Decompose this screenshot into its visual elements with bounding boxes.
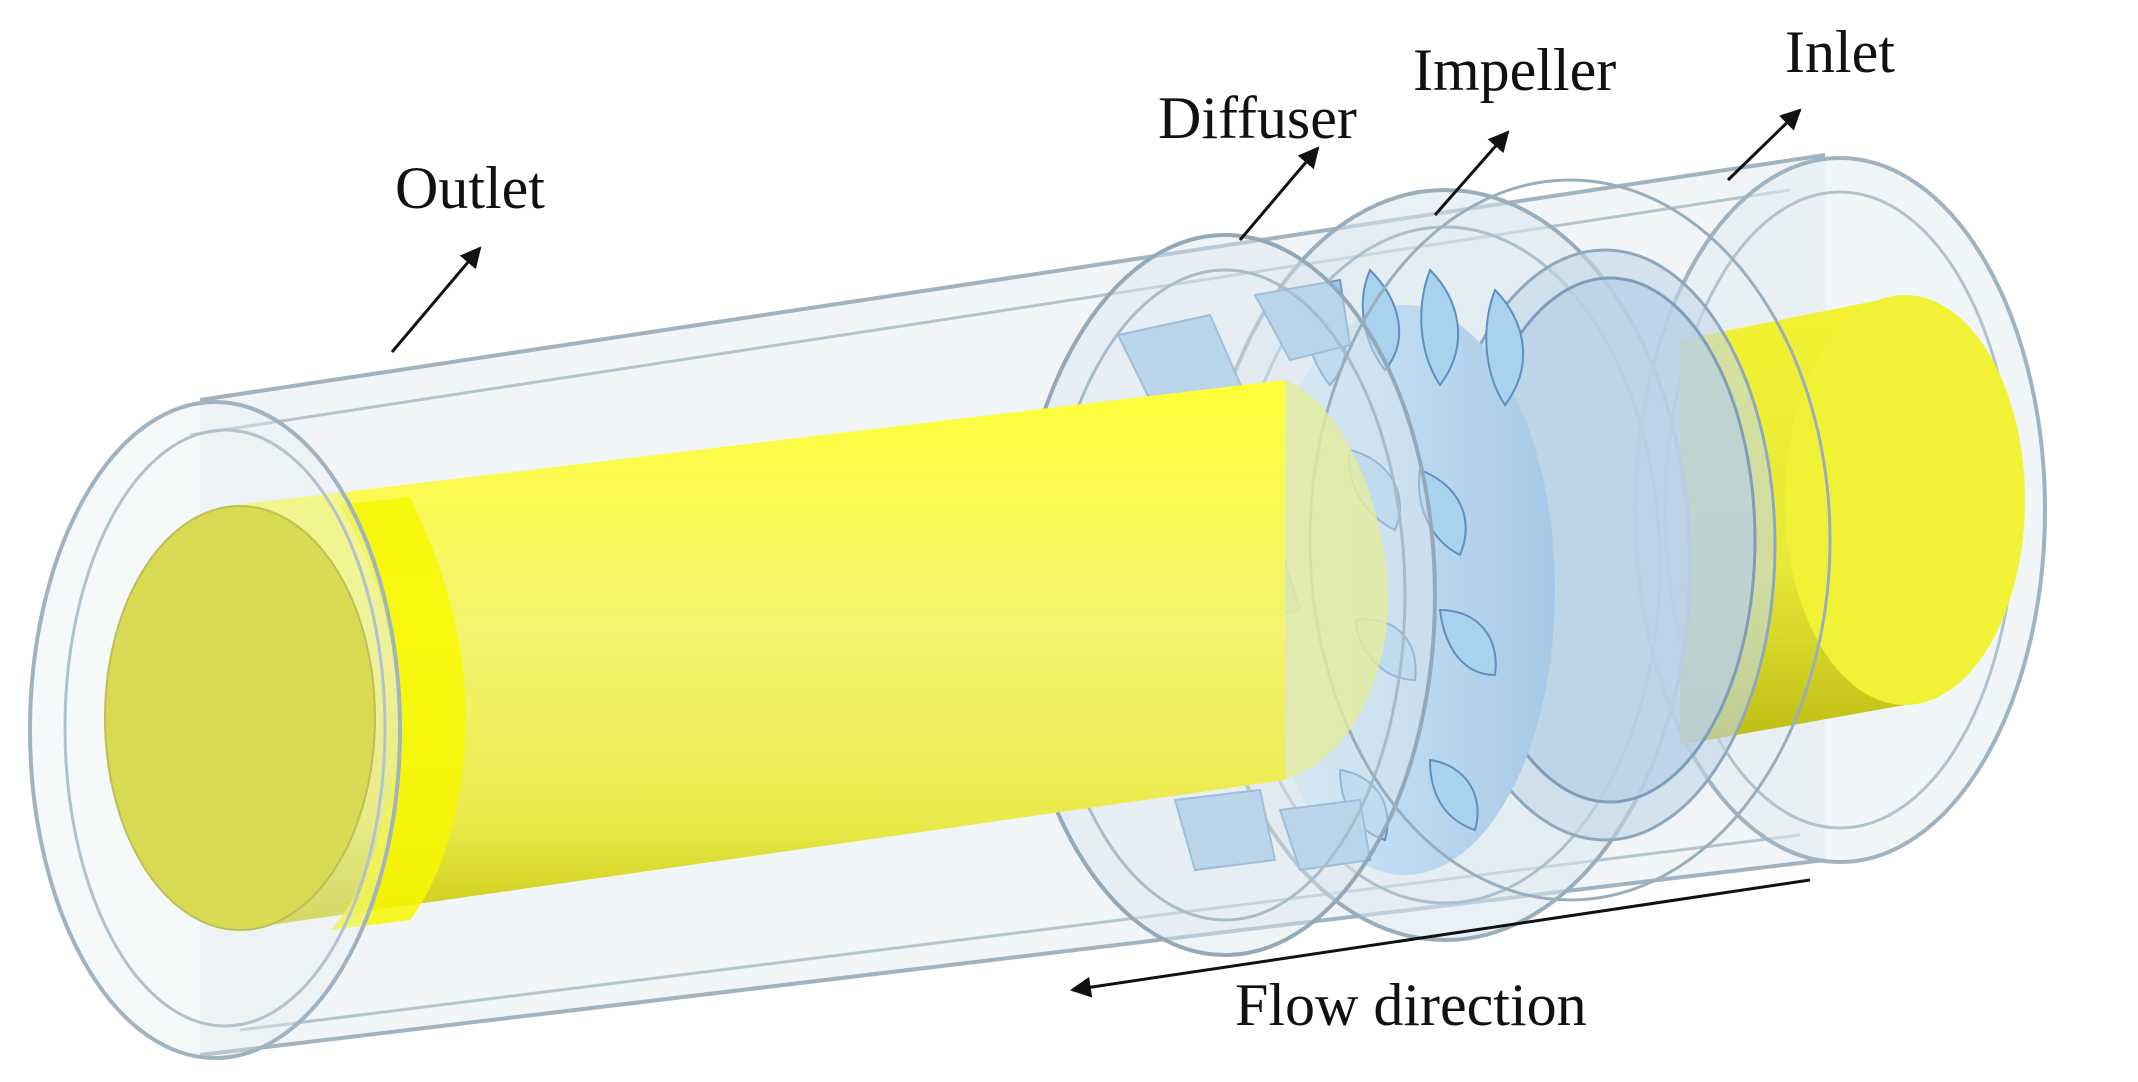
outlet-label: Outlet [395,155,545,221]
arrow-up-right-icon [1238,146,1320,241]
arrow-up-right-icon [1726,108,1802,182]
callout-arrows [390,108,1811,998]
arrow-up-right-icon [390,246,482,353]
shaft-end-face [104,505,376,931]
arrow-up-right-icon [1433,130,1510,216]
flow-direction-label: Flow direction [1235,972,1587,1038]
arrow-left-icon [1069,878,1811,998]
inlet-label: Inlet [1785,19,1895,85]
impeller-label: Impeller [1413,37,1617,103]
diffuser-label: Diffuser [1158,85,1357,151]
outlet-rings [28,400,402,1060]
impeller-blades [1308,268,1525,842]
main-shaft [104,380,1389,931]
